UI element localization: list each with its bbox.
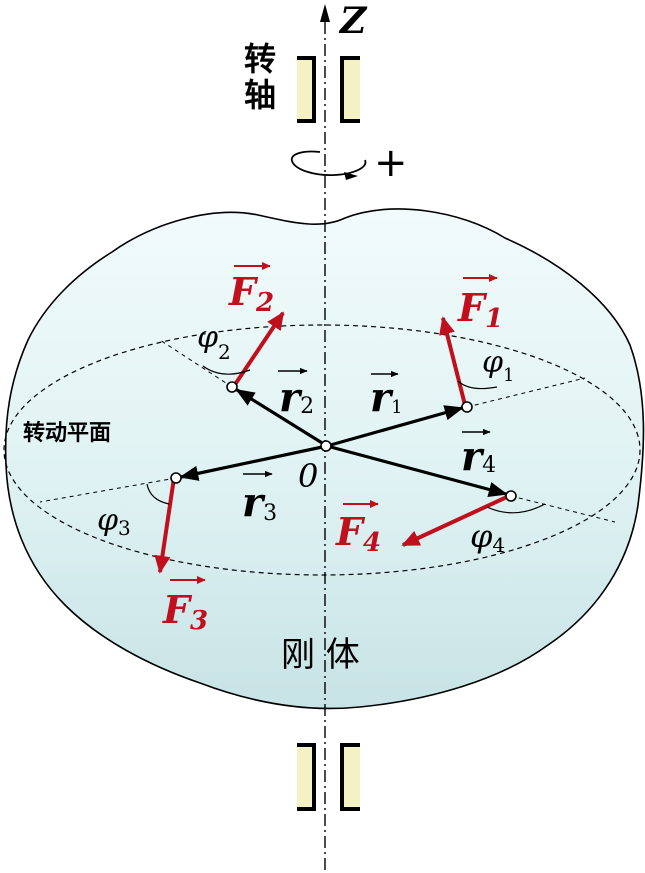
radial-extension-lines xyxy=(39,339,616,523)
r4-sub: 4 xyxy=(482,453,496,478)
f3-label: F3 xyxy=(162,575,208,636)
f2-sub: 2 xyxy=(255,288,274,318)
f3-sub: 3 xyxy=(190,606,208,636)
phi4-sub: 4 xyxy=(492,533,505,557)
r4-vector xyxy=(326,444,508,497)
f1-label: F1 xyxy=(457,273,503,334)
r2-name: r xyxy=(279,374,303,421)
f4-vector xyxy=(401,494,510,547)
point-1 xyxy=(461,401,473,413)
r3-extension xyxy=(39,477,177,503)
r3-label: r3 xyxy=(242,470,277,526)
svg-text:r3: r3 xyxy=(242,479,277,526)
r1-sub: 1 xyxy=(391,397,402,418)
force-vectors xyxy=(154,311,510,574)
r2-extension xyxy=(159,339,233,388)
radius-vectors xyxy=(179,388,508,497)
r3-sub: 3 xyxy=(263,501,277,526)
svg-text:r1: r1 xyxy=(370,374,403,421)
phi1-label: φ1 xyxy=(482,345,514,386)
phi2-sub: 2 xyxy=(218,340,231,364)
plane-label: 转动平面 xyxy=(23,420,111,446)
phi1-sub: 1 xyxy=(503,365,514,386)
origin-label: 0 xyxy=(298,457,318,495)
r2-label: r2 xyxy=(278,367,314,421)
point-2 xyxy=(226,381,238,393)
pivot-points xyxy=(170,381,517,502)
point-4 xyxy=(505,490,517,502)
angle-labels: φ1 φ2 φ3 φ4 xyxy=(97,320,514,557)
axis-name-char: 轴 xyxy=(244,76,276,114)
r4-name: r xyxy=(461,433,485,480)
r3-name: r xyxy=(242,479,266,526)
r2-sub: 2 xyxy=(300,394,314,419)
phi2-label: φ2 xyxy=(197,320,231,364)
rotation-arrowhead-icon xyxy=(344,172,358,180)
f3-name: F xyxy=(162,587,193,632)
radius-labels: r1 r2 r3 r4 xyxy=(242,367,496,526)
f1-vector xyxy=(439,316,467,406)
phi3-name: φ xyxy=(97,503,118,538)
f2-vector xyxy=(232,311,285,388)
r3-vector xyxy=(179,444,328,481)
f2-label: F2 xyxy=(228,261,274,318)
r1-name: r xyxy=(370,374,394,421)
f1-sub: 1 xyxy=(485,304,503,334)
svg-text:r4: r4 xyxy=(461,433,496,480)
r1-vector xyxy=(326,405,464,448)
rotation-direction-icon xyxy=(290,150,367,176)
force-labels: F1 F2 F3 F4 xyxy=(162,261,503,636)
point-3 xyxy=(170,472,182,484)
phi3-sub: 3 xyxy=(118,516,131,540)
rigid-body xyxy=(4,208,645,710)
phi2-name: φ xyxy=(197,320,218,355)
phi4-name: φ xyxy=(470,517,493,555)
f3-vector xyxy=(154,477,176,574)
top-bearing-left xyxy=(297,58,314,121)
phi1-name: φ xyxy=(482,345,503,380)
top-bearing xyxy=(297,56,360,123)
angle-arcs xyxy=(146,365,546,514)
svg-text:F1: F1 xyxy=(457,285,503,334)
phi2-arc xyxy=(202,365,251,375)
phi3-label: φ3 xyxy=(97,503,131,540)
rotation-sign: + xyxy=(374,140,408,186)
f1-name: F xyxy=(457,285,488,330)
bottom-bearing xyxy=(297,743,360,811)
r4-label: r4 xyxy=(461,428,496,480)
bottom-bearing-right xyxy=(342,745,360,809)
r4-extension xyxy=(510,495,616,523)
body-label: 刚 体 xyxy=(281,635,360,675)
top-bearing-right xyxy=(342,58,360,121)
axis-arrowhead xyxy=(320,4,330,22)
phi3-arc xyxy=(146,483,170,505)
phi1-arc xyxy=(457,380,498,390)
r1-label: r1 xyxy=(370,370,403,421)
svg-text:F4: F4 xyxy=(335,509,381,558)
f4-name: F xyxy=(335,509,366,554)
f4-sub: 4 xyxy=(363,528,381,558)
phi4-arc xyxy=(486,503,546,514)
r2-vector xyxy=(235,388,328,448)
phi4-label: φ4 xyxy=(470,517,505,557)
bottom-bearing-left xyxy=(297,745,314,809)
svg-text:F3: F3 xyxy=(162,587,208,636)
f2-name: F xyxy=(228,269,259,314)
axis-name-label: 转轴 xyxy=(244,40,276,114)
f4-label: F4 xyxy=(335,499,381,558)
svg-text:F2: F2 xyxy=(228,269,274,318)
rotation-plane-ellipse xyxy=(3,324,641,576)
origin-point xyxy=(320,440,332,452)
axis-label: Z xyxy=(338,0,368,42)
svg-text:r2: r2 xyxy=(279,374,314,421)
axis-name-char: 转 xyxy=(244,40,276,78)
